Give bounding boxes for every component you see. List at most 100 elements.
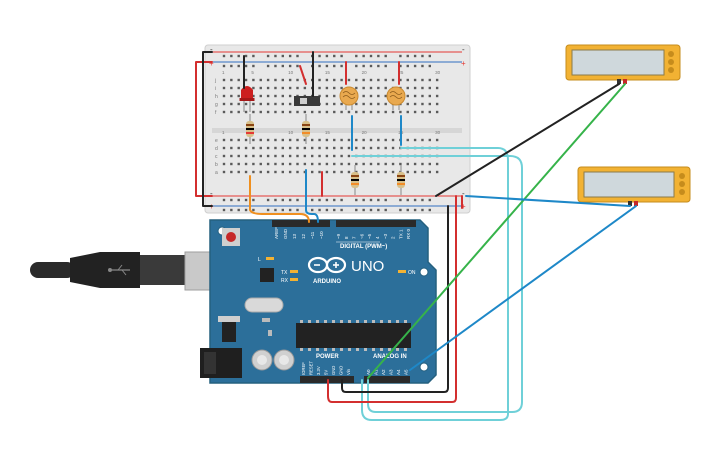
wires (195, 51, 637, 421)
rail-minus-label-br: - (462, 189, 465, 198)
grid-hole (340, 86, 343, 90)
grid-hole (281, 86, 284, 90)
grid-hole (333, 78, 336, 82)
wire-cyan-ldr2-analog[interactable] (361, 147, 509, 421)
grid-hole (435, 170, 439, 174)
wire-cyan-ldr1-analog[interactable] (351, 155, 523, 413)
wire-black-lcd1[interactable] (435, 83, 620, 197)
grid-hole (428, 86, 431, 90)
wire-green-lcd1[interactable] (367, 83, 626, 379)
grid-hole (230, 78, 233, 82)
rail-hole (244, 64, 248, 68)
grid-hole (281, 138, 284, 142)
row-letter: d (215, 146, 218, 152)
rail-hole (406, 64, 409, 68)
resistor-led[interactable] (246, 114, 254, 144)
power-pin-label: IOREF (301, 362, 306, 375)
grid-hole (244, 162, 248, 166)
grid-hole (237, 86, 240, 90)
rail-hole (266, 198, 270, 202)
grid-hole (355, 138, 358, 142)
power-pin-label: GND (331, 366, 336, 375)
board-brand: ARDUINO (313, 279, 341, 285)
chip-pin (316, 320, 319, 323)
rail-hole (399, 208, 402, 212)
grid-hole (347, 110, 351, 114)
resistor-ldr-1[interactable] (351, 165, 359, 195)
column-number: 1 (222, 130, 225, 135)
grid-hole (252, 162, 255, 166)
grid-hole (259, 154, 262, 158)
rail-hole (237, 208, 240, 212)
grid-hole (281, 146, 284, 150)
grid-hole (259, 110, 262, 114)
grid-hole (355, 110, 358, 114)
lcd-display-2[interactable] (577, 166, 691, 206)
grid-hole (244, 110, 248, 114)
grid-hole (303, 110, 307, 114)
wire-blue-lcd2-rail[interactable] (465, 195, 631, 207)
grid-hole (362, 110, 365, 114)
rail-hole (384, 208, 387, 212)
resistor-ldr-2[interactable] (397, 165, 405, 195)
resistor-switch[interactable] (302, 114, 310, 144)
grid-hole (288, 86, 292, 90)
svg-text:ON: ON (408, 270, 416, 276)
grid-hole (384, 110, 387, 114)
red-led[interactable] (239, 86, 255, 112)
grid-hole (303, 154, 307, 158)
wire-orange-led-to-pin[interactable] (249, 175, 310, 223)
row-letter: e (215, 138, 218, 144)
grid-hole (296, 162, 299, 166)
lcd-display-1[interactable] (565, 44, 681, 84)
grid-hole (266, 102, 270, 106)
chip-pin (404, 320, 407, 323)
grid-hole (259, 146, 262, 150)
rail-hole (244, 198, 248, 202)
grid-hole (377, 78, 380, 82)
grid-hole (222, 146, 226, 150)
grid-hole (288, 162, 292, 166)
rail-hole (413, 54, 417, 58)
wire-red-5v[interactable] (327, 195, 457, 403)
grid-hole (274, 170, 277, 174)
grid-hole (333, 86, 336, 90)
photoresistor-1[interactable] (339, 86, 359, 110)
grid-hole (281, 110, 284, 114)
grid-hole (362, 162, 365, 166)
wire-black-gnd[interactable] (341, 205, 449, 393)
rail-hole (362, 208, 365, 212)
grid-hole (333, 170, 336, 174)
power-pin-label: GND (339, 366, 344, 375)
slide-switch[interactable] (294, 96, 320, 106)
column-number: 20 (362, 130, 368, 135)
grid-hole (406, 162, 409, 166)
row-letter: j (214, 78, 216, 84)
grid-hole (340, 78, 343, 82)
reset-button[interactable] (222, 228, 240, 246)
wire-black-left-rail[interactable] (202, 51, 213, 207)
wire-blue-switch-to-pin[interactable] (305, 169, 319, 223)
rail-hole (222, 208, 226, 212)
digital-pin-label: ~10 (319, 231, 324, 239)
grid-hole (244, 102, 248, 106)
grid-hole (435, 162, 439, 166)
grid-hole (362, 170, 365, 174)
chip-pin (372, 320, 375, 323)
grid-hole (274, 110, 277, 114)
wire-blue-lcd2-analog[interactable] (409, 205, 637, 371)
rail-hole (296, 64, 299, 68)
photoresistor-2[interactable] (386, 86, 406, 110)
grid-hole (266, 78, 270, 82)
rail-hole (421, 208, 424, 212)
grid-hole (406, 138, 409, 142)
grid-hole (340, 138, 343, 142)
grid-hole (296, 110, 299, 114)
grid-hole (230, 146, 233, 150)
column-number: 30 (435, 70, 441, 75)
wire-red-switch[interactable] (299, 65, 307, 85)
rail-hole (230, 54, 233, 58)
